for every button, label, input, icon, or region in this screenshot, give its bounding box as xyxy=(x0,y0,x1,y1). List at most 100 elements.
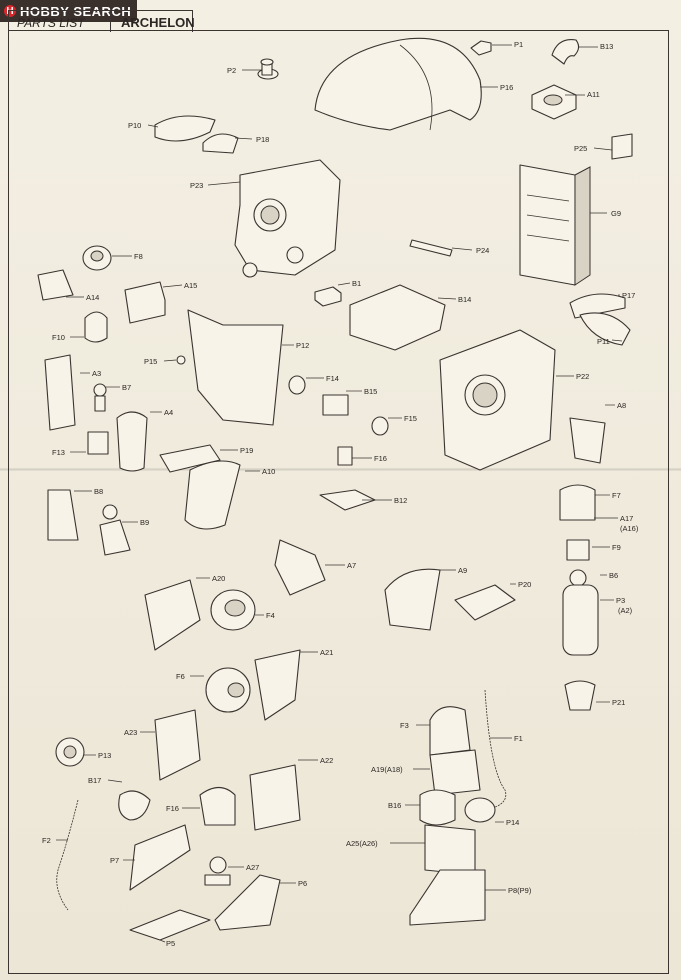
label-p20: P20 xyxy=(518,580,531,589)
label-a2: (A2) xyxy=(618,606,633,615)
part-f4-drawing xyxy=(210,589,256,631)
part-a19-drawing xyxy=(429,749,481,796)
label-a7: A7 xyxy=(347,561,356,570)
part-p6-drawing xyxy=(214,874,281,931)
label-b14: B14 xyxy=(458,295,471,304)
part-a25-drawing xyxy=(424,824,476,876)
part-p16-drawing xyxy=(314,37,482,131)
label-a27: A27 xyxy=(246,863,259,872)
label-f16b: F16 xyxy=(166,804,179,813)
label-b15: B15 xyxy=(364,387,377,396)
label-p2: P2 xyxy=(227,66,236,75)
label-f7: F7 xyxy=(612,491,621,500)
tab-parts-list: PARTS LIST xyxy=(8,10,111,32)
part-f13-drawing xyxy=(87,431,109,455)
label-b6: B6 xyxy=(609,571,618,580)
label-a9: A9 xyxy=(458,566,467,575)
part-p21-drawing xyxy=(564,680,596,711)
label-p12: P12 xyxy=(296,341,309,350)
part-f1-drawing xyxy=(484,689,507,811)
part-a8-drawing xyxy=(569,417,606,464)
label-b17: B17 xyxy=(88,776,101,785)
label-a11: A11 xyxy=(587,90,600,99)
label-a3: A3 xyxy=(92,369,101,378)
parts-frame xyxy=(8,30,669,974)
label-b16: B16 xyxy=(388,801,401,810)
part-b7-drawing xyxy=(93,383,107,412)
part-p23-drawing xyxy=(234,159,341,278)
part-a21-drawing xyxy=(254,649,301,721)
label-f4: F4 xyxy=(266,611,275,620)
label-p7: P7 xyxy=(110,856,119,865)
part-b6-drawing xyxy=(562,569,599,656)
part-p19-drawing xyxy=(159,444,221,473)
label-a14: A14 xyxy=(86,293,99,302)
part-a20-drawing xyxy=(144,579,201,651)
logo-text: HOBBY SEARCH xyxy=(20,3,132,19)
part-p2-drawing xyxy=(257,58,279,80)
part-b8-drawing xyxy=(47,489,79,541)
part-a7-drawing xyxy=(274,539,326,596)
part-f14-drawing xyxy=(288,375,306,395)
part-b1-drawing xyxy=(314,286,342,307)
label-f3: F3 xyxy=(400,721,409,730)
part-b13-drawing xyxy=(551,39,580,65)
part-p10-drawing xyxy=(154,115,216,142)
part-p14-drawing xyxy=(464,797,496,823)
label-a22: A22 xyxy=(320,756,333,765)
part-f9-drawing xyxy=(566,539,590,561)
part-f10-drawing xyxy=(84,311,108,343)
part-p20-drawing xyxy=(454,584,516,621)
label-p25: P25 xyxy=(574,144,587,153)
label-p14: P14 xyxy=(506,818,519,827)
part-f7-drawing xyxy=(559,484,596,521)
part-f3-drawing xyxy=(429,706,471,756)
part-a4-drawing xyxy=(116,411,148,472)
part-g9-drawing xyxy=(519,164,591,286)
label-p6: P6 xyxy=(298,879,307,888)
part-labels: P1 B13 P2 P16 A11 P10 P18 P25 P23 G9 P24… xyxy=(42,40,639,948)
part-b17-drawing xyxy=(118,790,151,821)
part-p8-drawing xyxy=(409,869,486,926)
label-f2: F2 xyxy=(42,836,51,845)
part-b15-drawing xyxy=(322,394,349,416)
logo-mark: H xyxy=(4,5,16,17)
label-p3: P3 xyxy=(616,596,625,605)
label-p5: P5 xyxy=(166,939,175,948)
part-f6-drawing xyxy=(205,667,251,713)
label-f13: F13 xyxy=(52,448,65,457)
label-p15: P15 xyxy=(144,357,157,366)
part-p18-drawing xyxy=(202,133,239,154)
part-p7-drawing xyxy=(129,824,191,891)
part-f8-drawing xyxy=(82,245,112,271)
page-fold xyxy=(0,468,681,471)
part-b16-drawing xyxy=(419,789,456,826)
part-f15-drawing xyxy=(371,416,389,436)
tab-model-name: ARCHELON xyxy=(111,10,195,32)
part-p24-drawing xyxy=(409,239,453,257)
label-p16: P16 xyxy=(500,83,513,92)
label-a20: A20 xyxy=(212,574,225,583)
part-p15-drawing xyxy=(176,355,186,365)
label-f1: F1 xyxy=(514,734,523,743)
label-p23: P23 xyxy=(190,181,203,190)
label-a21: A21 xyxy=(320,648,333,657)
label-a10: A10 xyxy=(262,467,275,476)
label-b9: B9 xyxy=(140,518,149,527)
part-a27-drawing xyxy=(204,856,231,886)
label-f10: F10 xyxy=(52,333,65,342)
label-b13: B13 xyxy=(600,42,613,51)
label-p21: P21 xyxy=(612,698,625,707)
label-b12: B12 xyxy=(394,496,407,505)
part-b14-drawing xyxy=(349,284,446,351)
part-f16-drawing xyxy=(337,446,353,466)
part-a3-drawing xyxy=(44,354,76,431)
label-p24: P24 xyxy=(476,246,489,255)
label-a23: A23 xyxy=(124,728,137,737)
header-tabs: PARTS LIST ARCHELON xyxy=(8,10,195,32)
label-p11: P11 xyxy=(597,337,610,346)
part-b9-drawing xyxy=(99,504,131,556)
label-f16: F16 xyxy=(374,454,387,463)
part-p11-drawing xyxy=(579,312,631,346)
